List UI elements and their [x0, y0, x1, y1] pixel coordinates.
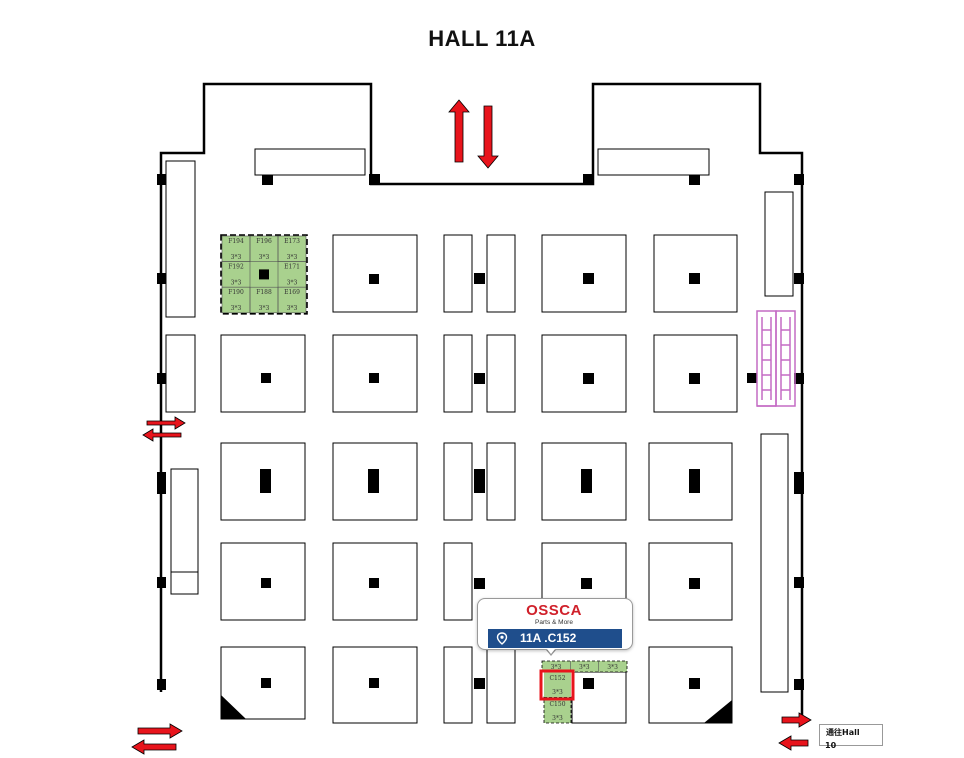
booth-size: 3*3	[287, 254, 298, 261]
booth-code: E169	[284, 289, 300, 296]
stairs-icon	[756, 310, 796, 407]
booth-code: F188	[256, 289, 272, 296]
booth-code: F190	[228, 289, 244, 296]
side-counters	[165, 148, 794, 693]
map-pin-icon	[496, 632, 508, 645]
booth-block-border	[220, 234, 308, 315]
hall-walls	[159, 82, 804, 720]
booth-code: F196	[256, 238, 272, 245]
callout-tail-inner	[543, 644, 559, 654]
bottom-left-arrows	[131, 723, 183, 755]
exhibitor-callout[interactable]: OSSCA Parts & More 11A .C152	[477, 598, 633, 658]
booth-code: E171	[284, 264, 300, 271]
left-side-arrows	[142, 416, 186, 442]
booth-size: 3*3	[231, 280, 242, 287]
booth-size: 3*3	[259, 254, 270, 261]
booth-size: 3*3	[607, 664, 618, 671]
corner-triangles	[221, 695, 732, 723]
brand-tagline: Parts & More	[535, 619, 573, 626]
booth-size: 3*3	[551, 664, 562, 671]
booth-size: 3*3	[579, 664, 590, 671]
booth-size: 3*3	[552, 715, 563, 722]
booth-size: 3*3	[231, 254, 242, 261]
booth-cell-c152[interactable]	[544, 672, 571, 697]
entrance-arrows	[448, 99, 499, 169]
to-hall-10-link[interactable]: 通往Hall	[819, 724, 883, 746]
booth-pillars	[260, 273, 757, 689]
booth-size: 3*3	[231, 305, 242, 312]
booth-size: 3*3	[287, 280, 298, 287]
booth-code: C150	[549, 701, 565, 708]
booth-cell[interactable]	[277, 286, 307, 314]
booth-code: C152	[549, 675, 565, 682]
booth-code: F194	[228, 238, 244, 245]
booth-size: 3*3	[552, 689, 563, 696]
hall-title: HALL 11A	[428, 26, 536, 51]
bottom-right-arrows	[778, 712, 812, 751]
booth-grid	[220, 234, 738, 724]
hall-link-number: 10	[825, 741, 837, 750]
booth-size: 3*3	[287, 305, 298, 312]
booth-size: 3*3	[259, 305, 270, 312]
booth-location-badge: 11A .C152	[488, 629, 622, 648]
booth-highlight	[539, 669, 575, 701]
booth-code: F192	[228, 264, 244, 271]
wall-columns	[157, 174, 804, 690]
booth-pillar	[259, 269, 269, 280]
booth-code: E173	[284, 238, 300, 245]
hall-link-label: 通往Hall	[826, 728, 860, 737]
booth-number: 11A .C152	[520, 631, 577, 645]
booth-block-f194[interactable]: F1943*3F1963*3E1733*3F1923*3E1713*3F1903…	[220, 234, 308, 315]
booth-cell-c150[interactable]	[543, 696, 572, 724]
brand-logo-text: OSSCA	[526, 602, 582, 619]
